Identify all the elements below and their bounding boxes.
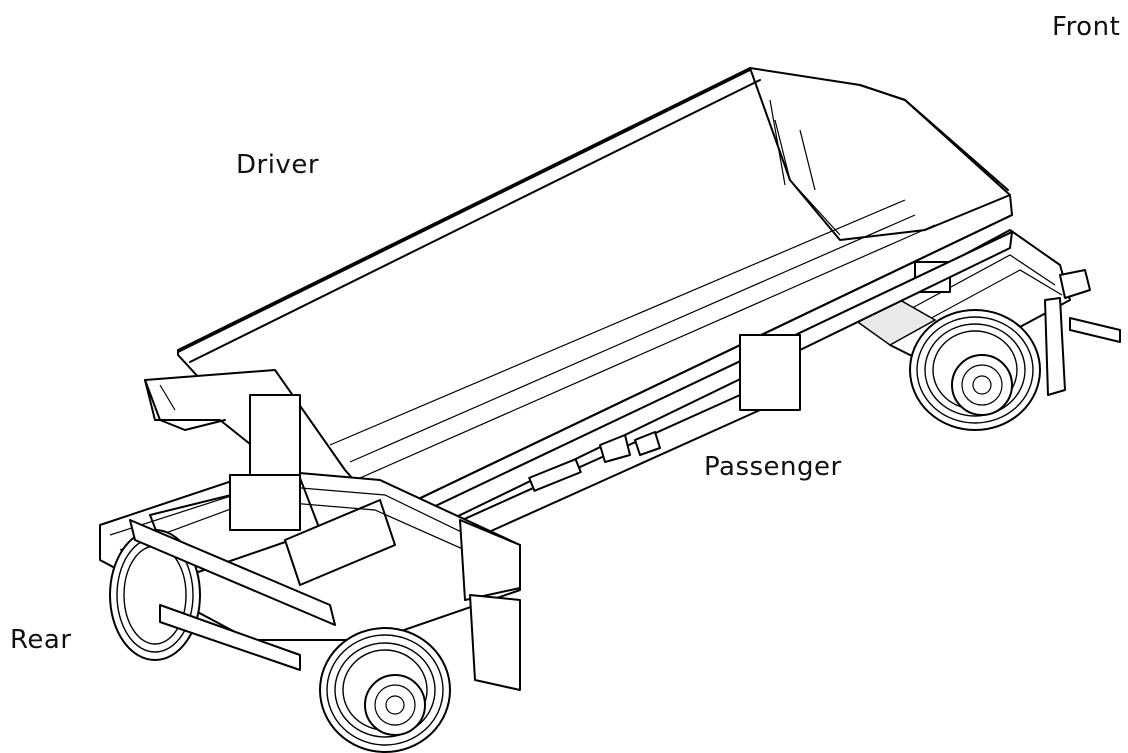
label-passenger: Passenger — [704, 452, 842, 482]
rear-crossbar — [129, 519, 336, 671]
front-wheel — [909, 309, 1041, 431]
label-rear: Rear — [10, 625, 72, 655]
label-driver: Driver — [236, 150, 320, 180]
label-front: Front — [1052, 12, 1121, 42]
side-components — [528, 431, 661, 492]
rear-chassis — [99, 394, 521, 691]
rear-right-wheel — [319, 627, 451, 753]
